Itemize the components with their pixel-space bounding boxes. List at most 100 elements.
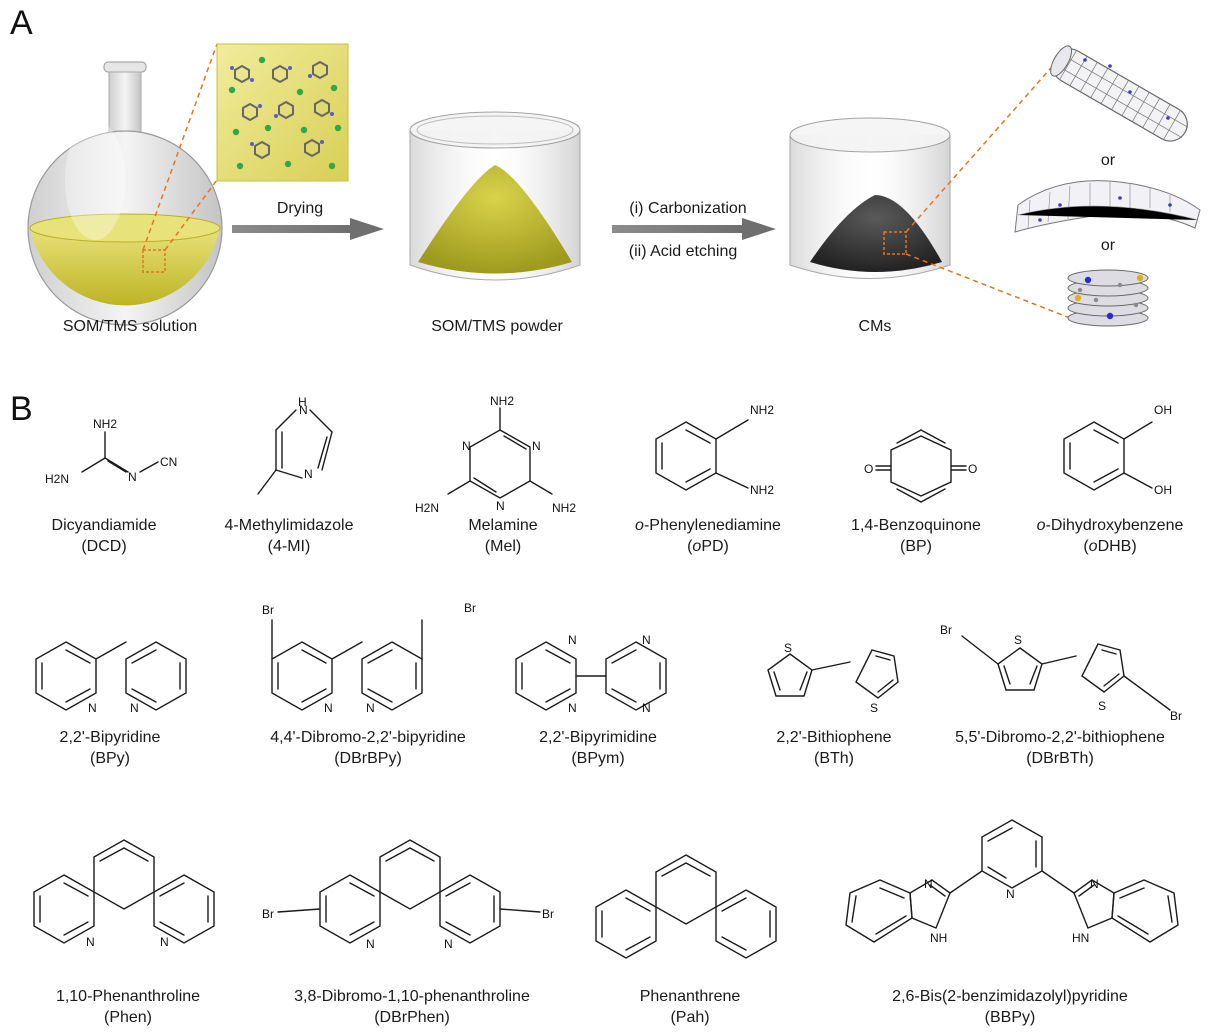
atom-label: N: [86, 935, 95, 949]
atom-label: O: [864, 462, 873, 476]
atom-label: H: [298, 395, 307, 409]
molecule-name-phenylenediamine: o-Phenylenediamine: [635, 517, 781, 534]
molecule-abbr-dihydroxybenzene: (oDHB): [1083, 538, 1136, 555]
atom-label: NH2: [750, 403, 774, 417]
atom-label: N: [496, 499, 505, 513]
carbonization-arrow: [612, 218, 776, 240]
molecule-name: 4-Methylimidazole: [225, 517, 354, 534]
caption-powder: SOM/TMS powder: [431, 318, 563, 335]
molecule-name-dihydroxybenzene: o-Dihydroxybenzene: [1037, 517, 1184, 534]
atom-label: OH: [1154, 483, 1172, 497]
structure-methylimidazole: H N N: [257, 395, 333, 495]
carbon-nanotube: [1050, 45, 1189, 142]
atom-label: N: [88, 701, 97, 715]
molecule-name: 4,4'-Dibromo-2,2'-bipyridine: [270, 729, 466, 746]
atom-label: N: [568, 633, 577, 647]
zoom-leader-bottom: [164, 179, 218, 251]
italic-prefix: o: [635, 517, 644, 534]
atom-label: N: [324, 701, 333, 715]
molecule-name: 1,10-Phenanthroline: [56, 988, 200, 1005]
atom-label: N: [299, 403, 308, 417]
structure-dihydroxybenzene: OH OH: [1063, 403, 1172, 497]
zoom-region-carbon: [883, 231, 907, 255]
panel-b-letter: B: [10, 390, 33, 428]
drying-arrow: [232, 218, 384, 240]
molecule-name: Phenanthrene: [640, 988, 741, 1005]
beaker-powder: [409, 111, 581, 281]
molecule-abbr: (DBrBTh): [1026, 750, 1094, 767]
atom-label: N: [568, 701, 577, 715]
atom-label: S: [1098, 699, 1106, 713]
molecule-abbr: (BP): [900, 538, 932, 555]
structure-dicyandiamide: NH2 H2N N CN: [45, 417, 177, 486]
atom-label: N: [532, 439, 541, 453]
atom-label: S: [870, 701, 878, 715]
structure-benzoquinone: O O: [864, 429, 977, 503]
molecule-abbr: (DBrPhen): [374, 1009, 450, 1026]
atom-label: N: [924, 877, 933, 891]
molecule-abbr: (BTh): [814, 750, 854, 767]
atom-label: N: [642, 701, 651, 715]
atom-label: N: [128, 470, 137, 484]
molecule-name: Melamine: [468, 517, 537, 534]
zoom-leader-top: [142, 43, 218, 251]
stacked-carbon: [1067, 269, 1149, 327]
atom-label: Br: [1170, 709, 1182, 723]
molecule-name: 1,4-Benzoquinone: [851, 517, 981, 534]
atom-label: N: [366, 937, 375, 951]
drying-label: Drying: [277, 200, 323, 217]
atom-label: NH2: [552, 501, 576, 515]
structure-bithiophene: S S: [767, 641, 899, 715]
atom-label: Br: [940, 623, 952, 637]
panel-a-letter: A: [10, 4, 33, 42]
structure-phenylenediamine: NH2 NH2: [655, 403, 774, 497]
structure-bipyridine: N N: [35, 641, 187, 715]
atom-label: HN: [1072, 931, 1089, 945]
molecule-abbr: (DBrBPy): [334, 750, 402, 767]
caption-solution: SOM/TMS solution: [63, 318, 197, 335]
structure-dibromobithiophene: Br S S Br: [940, 623, 1182, 723]
abbr-rest: DHB): [1098, 538, 1137, 555]
molecule-name: 2,2'-Bipyridine: [60, 729, 161, 746]
zoom-leader-stack: [905, 253, 1071, 319]
name-rest: -Dihydroxybenzene: [1046, 517, 1184, 534]
molecule-name: 2,2'-Bipyrimidine: [539, 729, 657, 746]
atom-label: O: [968, 462, 977, 476]
abbr-italic: o: [692, 538, 701, 555]
molecule-name: Dicyandiamide: [52, 517, 157, 534]
structure-phenanthrene: [595, 854, 777, 959]
atom-label: N: [1090, 877, 1099, 891]
atom-label: OH: [1154, 403, 1172, 417]
molecule-abbr: (BPym): [571, 750, 624, 767]
atom-label: NH2: [93, 417, 117, 431]
molecule-abbr: (Mel): [485, 538, 521, 555]
structure-phenanthroline: N N: [33, 839, 215, 949]
molecule-abbr: (BPy): [90, 750, 130, 767]
abbr-open: (: [687, 538, 693, 555]
atom-label: N: [304, 467, 313, 481]
molecule-name: 3,8-Dibromo-1,10-phenanthroline: [294, 988, 530, 1005]
beaker-carbon: [789, 117, 951, 279]
atom-label: S: [784, 641, 792, 655]
acid-etching-label: (ii) Acid etching: [629, 243, 738, 260]
molecule-name: 2,6-Bis(2-benzimidazolyl)pyridine: [892, 988, 1128, 1005]
molecule-abbr: (DCD): [81, 538, 126, 555]
carbonization-label: (i) Carbonization: [629, 200, 746, 217]
flask: [27, 61, 223, 326]
structure-dibromophenanthroline: Br Br N N: [262, 839, 554, 951]
molecule-abbr: (4-MI): [268, 538, 311, 555]
zoom-region-solution: [142, 249, 166, 273]
zoom-leader-tube: [905, 59, 1059, 233]
atom-label: NH2: [750, 483, 774, 497]
abbr-rest: PD): [701, 538, 729, 555]
molecule-captions: Dicyandiamide (DCD) 4-Methylimidazole (4…: [52, 517, 1184, 1026]
or-label-2: or: [1101, 237, 1116, 254]
atom-label: CN: [160, 455, 177, 469]
atom-label: N: [444, 937, 453, 951]
abbr-open: (: [1083, 538, 1089, 555]
molecule-name: 2,2'-Bithiophene: [776, 729, 891, 746]
name-rest: -Phenylenediamine: [644, 517, 781, 534]
atom-label: N: [462, 439, 471, 453]
atom-label: N: [130, 701, 139, 715]
atom-label: N: [366, 701, 375, 715]
